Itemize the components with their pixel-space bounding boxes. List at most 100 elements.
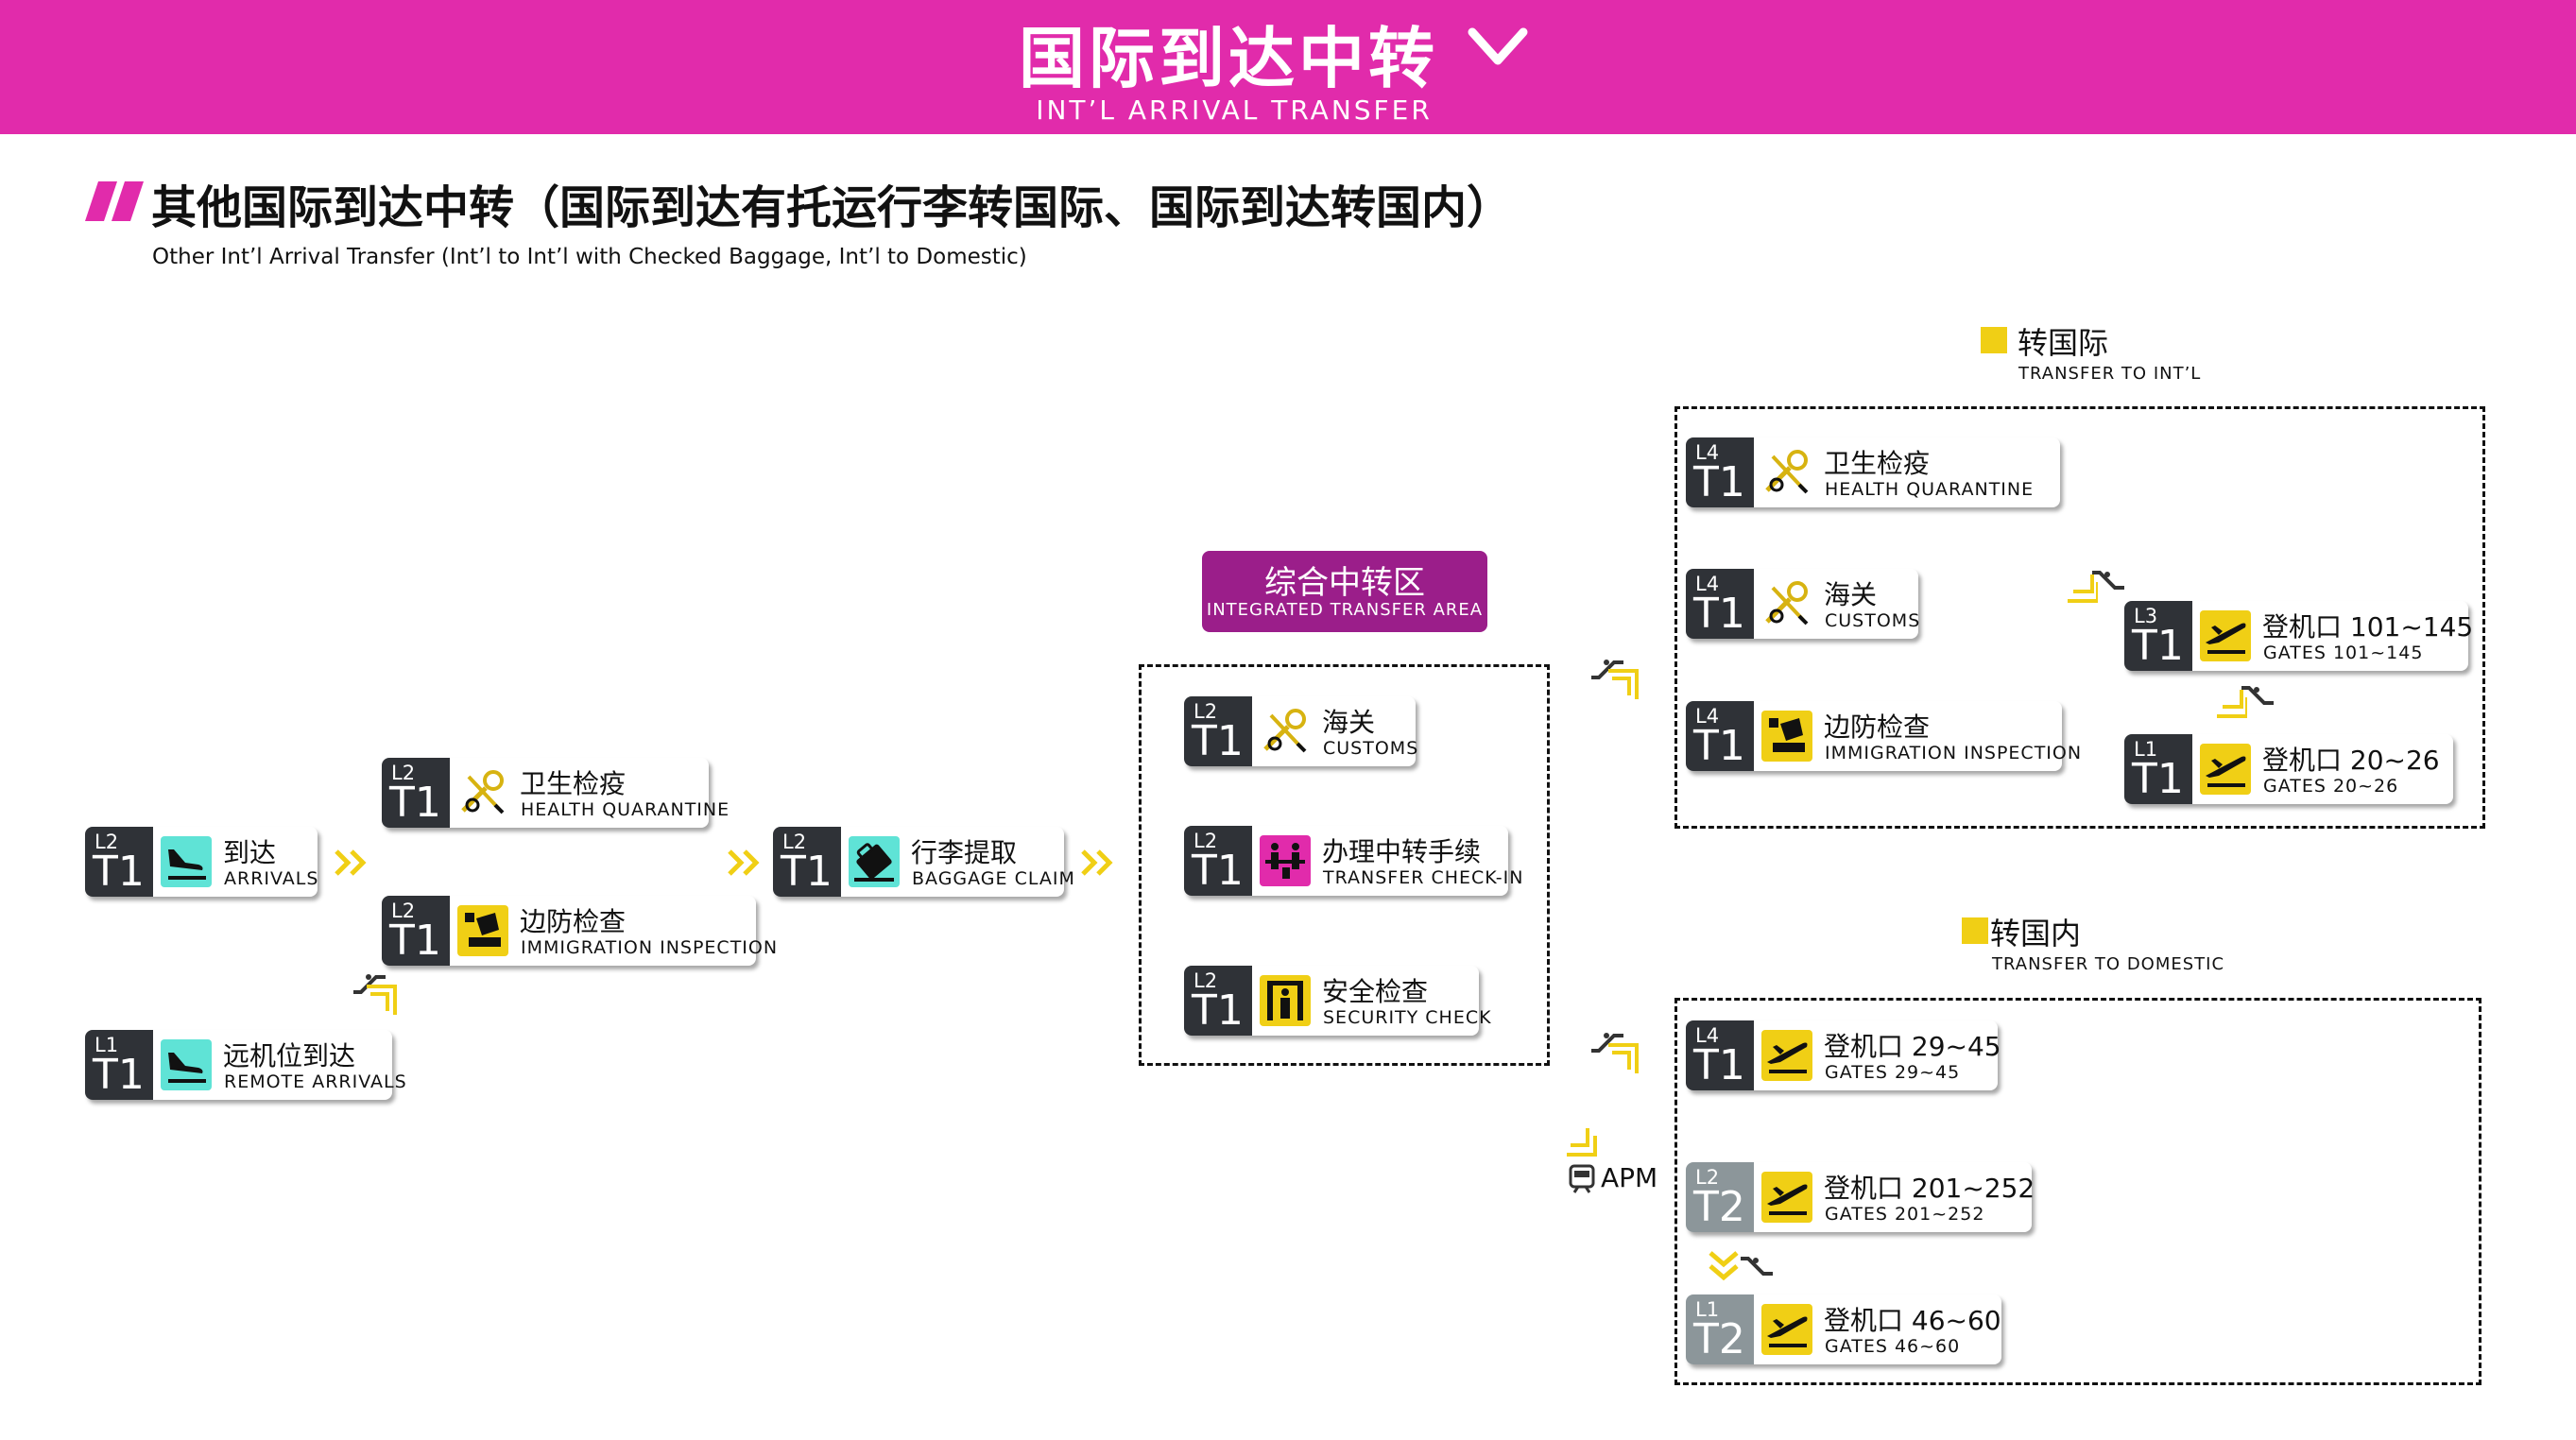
node-title: 远机位到达 [223,1040,356,1071]
legend-intl-subtitle: TRANSFER TO INT’L [2018,364,2202,384]
page-title: 国际到达中转 [1019,20,1438,97]
escalator-icon [1591,1033,1623,1053]
security-check-icon [1260,975,1311,1026]
level-label: L1 [94,1034,119,1056]
escalator-icon [2092,571,2124,590]
apm-label: APM [1601,1162,1658,1193]
page-subtitle: INT’L ARRIVAL TRANSFER [1036,94,1433,126]
departure-plane-icon [1761,1172,1812,1223]
immigration-icon [1761,711,1812,762]
node-title: 海关 [1322,707,1376,738]
terminal-label: T1 [389,779,441,827]
node-subtitle: GATES 29~45 [1825,1062,1961,1083]
node-subtitle: CUSTOMS [1323,738,1419,759]
direction-corner-icon [2217,690,2247,718]
arrival-plane-icon [161,1039,212,1090]
double-chevron-right-icon [335,849,367,876]
level-label: L4 [1695,1024,1720,1047]
terminal-label: T1 [2132,622,2184,670]
customs-icon [1260,706,1311,757]
terminal-label: T2 [1693,1315,1745,1363]
legend-intl-title: 转国际 [2018,325,2109,361]
node-title: 办理中转手续 [1322,836,1482,867]
terminal-label: T1 [93,848,145,896]
zone-subtitle: INTEGRATED TRANSFER AREA [1206,600,1484,620]
terminal-label: T1 [389,917,441,965]
departure-plane-icon [2200,610,2251,661]
arrival-plane-icon [161,836,212,887]
terminal-label: T1 [1693,458,1745,506]
header-bar: 国际到达中转 INT’L ARRIVAL TRANSFER [0,0,2576,134]
node-subtitle: TRANSFER CHECK-IN [1323,867,1524,888]
terminal-label: T1 [1693,1041,1745,1089]
node-subtitle: BAGGAGE CLAIM [912,868,1075,889]
transfer-domestic-box [1674,998,2482,1385]
zone-title: 综合中转区 [1264,564,1425,602]
chevron-down-icon[interactable] [1465,19,1531,76]
terminal-label: T1 [781,848,833,896]
escalator-icon [1741,1257,1773,1276]
level-label: L4 [1695,705,1720,728]
node-subtitle: CUSTOMS [1825,610,1921,631]
quarantine-icon [457,767,508,818]
level-label: L2 [1695,1166,1720,1189]
level-label: L2 [94,831,119,853]
node-title: 到达 [223,837,277,868]
level-label: L1 [1695,1298,1720,1321]
level-label: L2 [391,900,416,922]
section-marker-icon [85,181,144,221]
integrated-transfer-area-label: 综合中转区 INTEGRATED TRANSFER AREA [1202,551,1487,632]
node-subtitle: ARRIVALS [224,868,319,889]
departure-plane-icon [1761,1304,1812,1355]
level-label: L2 [1194,700,1218,723]
node-title: 行李提取 [911,837,1018,868]
train-icon [1569,1164,1595,1193]
terminal-label: T2 [1693,1183,1745,1231]
quarantine-icon [1761,447,1812,498]
node-title: 登机口 20~26 [2262,745,2440,776]
node-subtitle: GATES 101~145 [2263,643,2424,663]
baggage-icon [849,836,900,887]
node-subtitle: GATES 20~26 [2263,776,2399,797]
legend-swatch-domestic [1962,917,1988,944]
node-title: 卫生检疫 [1824,448,1931,479]
direction-corner-icon [2068,574,2098,603]
level-label: L3 [2134,605,2158,627]
node-title: 边防检查 [520,906,627,937]
node-subtitle: SECURITY CHECK [1323,1007,1492,1028]
level-label: L2 [391,762,416,784]
section-subtitle: Other Int’l Arrival Transfer (Int’l to I… [152,245,1027,269]
node-title: 安全检查 [1322,976,1429,1007]
node-subtitle: GATES 46~60 [1825,1336,1961,1357]
node-title: 登机口 101~145 [2262,611,2474,643]
node-subtitle: GATES 201~252 [1825,1204,1985,1225]
customs-icon [1761,578,1812,629]
direction-corner-icon [367,985,397,1015]
double-chevron-down-icon [1709,1251,1739,1281]
node-title: 海关 [1824,579,1878,610]
